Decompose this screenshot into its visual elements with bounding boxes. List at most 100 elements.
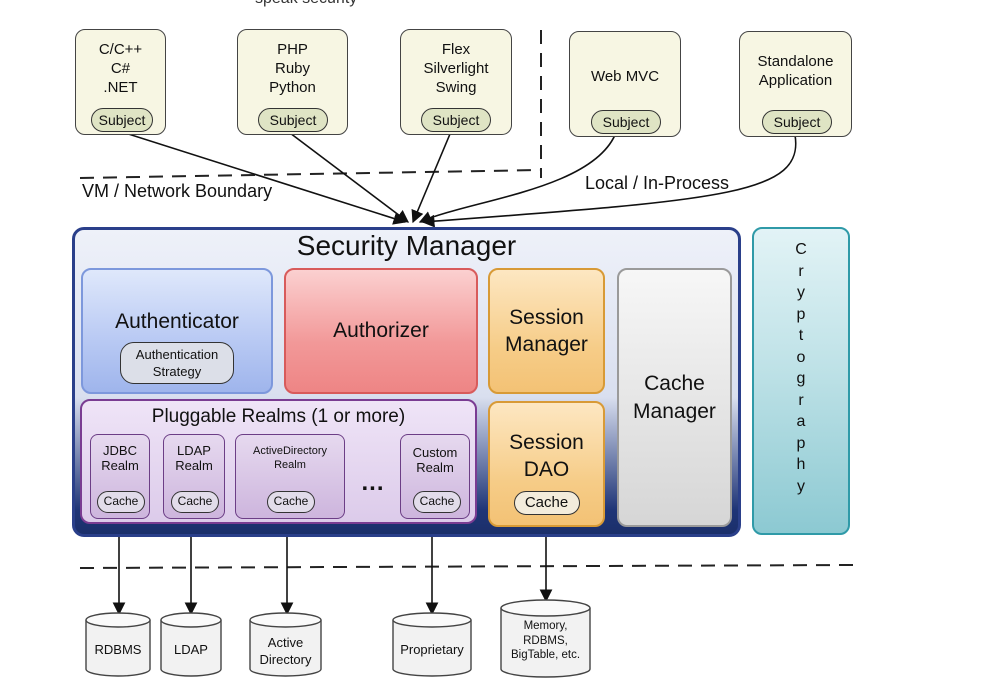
client-line: C/C++: [98, 41, 143, 58]
client-line: Flex: [441, 41, 471, 58]
cache-pill: Cache: [97, 491, 145, 513]
cryptography-letter: a: [796, 413, 806, 430]
data-store-label: Active Directory: [249, 634, 322, 668]
realm-line: ActiveDirectory: [253, 445, 327, 457]
client-line: C#: [110, 60, 131, 77]
top-cut-text: speak security: [255, 0, 357, 8]
cryptography-letter: t: [798, 327, 804, 344]
cache-manager-line: Manager: [633, 399, 716, 423]
session-manager-line: Session: [509, 306, 584, 329]
vm-boundary-horizontal: [79, 169, 542, 179]
database-cylinder-icon: [249, 612, 322, 677]
client-line: Swing: [435, 79, 477, 96]
cache-pill: Cache: [413, 491, 461, 513]
session-dao-cache-pill: Cache: [513, 491, 580, 515]
cryptography-letter: g: [796, 370, 806, 387]
client-line: Standalone: [757, 53, 834, 70]
client-line: Web MVC: [590, 68, 660, 85]
cryptography-letter: C: [795, 241, 807, 258]
realm-line: Realm: [274, 459, 306, 471]
client-cpp-dotnet: C/C++ C# .NET Subject: [75, 29, 166, 135]
cryptography-letter: y: [797, 477, 805, 495]
vm-network-boundary-label: VM / Network Boundary: [82, 181, 273, 201]
client-line: .NET: [103, 79, 138, 96]
authentication-strategy-line: Authentication: [135, 347, 219, 362]
client-line: Application: [758, 72, 833, 89]
data-store-rdbms: RDBMS: [85, 612, 151, 678]
data-store-line: Active: [267, 635, 304, 650]
cache-pill: Cache: [171, 491, 219, 513]
subject-pill: Subject: [91, 108, 153, 132]
realm-line: Realm: [175, 458, 213, 473]
database-cylinder-icon: [392, 612, 472, 677]
data-store-proprietary: Proprietary: [392, 612, 472, 678]
cryptography-letter: p: [796, 305, 806, 323]
subject-pill: Subject: [421, 108, 491, 132]
cache-manager-line: Cache: [644, 371, 705, 395]
authorizer: Authorizer: [284, 268, 478, 394]
realm-line: Realm: [101, 458, 139, 473]
arrow-client-1: [121, 131, 407, 225]
pluggable-realms-title: Pluggable Realms (1 or more): [151, 406, 406, 427]
authenticator: Authenticator Authentication Strategy: [81, 268, 273, 394]
client-standalone-application: Standalone Application Subject: [739, 31, 852, 137]
pluggable-realms: Pluggable Realms (1 or more) JDBC Realm …: [80, 399, 477, 524]
realm-jdbc: JDBC Realm Cache: [90, 434, 150, 519]
client-line: Ruby: [274, 60, 311, 77]
data-store-memory-rdbms-bigtable: Memory, RDBMS, BigTable, etc.: [500, 599, 591, 679]
authentication-strategy-line: Strategy: [152, 364, 202, 379]
arrow-client-2: [289, 132, 410, 223]
authorizer-label: Authorizer: [333, 319, 429, 342]
data-store-label: LDAP: [174, 642, 208, 657]
session-dao-line: DAO: [523, 458, 570, 481]
cryptography-letter: h: [796, 456, 806, 473]
realm-line: Realm: [416, 460, 454, 475]
session-dao: Session DAO Cache: [488, 401, 605, 527]
client-line: Silverlight: [423, 60, 489, 77]
local-in-process-label: Local / In-Process: [585, 173, 730, 193]
data-store-ldap: LDAP: [160, 612, 222, 678]
cryptography-letter: y: [797, 284, 805, 301]
client-line: PHP: [277, 41, 308, 58]
data-store-label: Proprietary: [400, 642, 464, 657]
storage-boundary: [79, 564, 856, 569]
realm-line: LDAP: [177, 443, 211, 458]
arrow-client-4: [418, 134, 616, 224]
cryptography-letter: r: [798, 262, 804, 280]
security-manager-title: Security Manager: [296, 230, 517, 261]
cryptography-letter: r: [798, 391, 804, 409]
arrow-client-3: [411, 133, 451, 224]
session-dao-line: Session: [509, 431, 584, 454]
subject-pill: Subject: [258, 108, 328, 132]
cryptography-letter: p: [796, 434, 806, 452]
data-store-active-directory: Active Directory: [249, 612, 322, 678]
data-store-label: Memory, RDBMS, BigTable, etc.: [500, 619, 591, 663]
cryptography: C r y p t o g r a p h y: [752, 227, 850, 535]
data-store-line: RDBMS,: [523, 634, 568, 647]
realms-ellipsis: ...: [361, 469, 385, 496]
realm-ldap: LDAP Realm Cache: [163, 434, 225, 519]
session-manager-line: Manager: [505, 333, 588, 356]
database-cylinder-icon: [500, 599, 591, 678]
client-line: Python: [269, 79, 316, 96]
authenticator-label: Authenticator: [115, 310, 239, 333]
session-manager: Session Manager: [488, 268, 605, 394]
subject-pill: Subject: [762, 110, 832, 134]
realm-line: Custom: [412, 445, 458, 460]
database-cylinder-icon: [160, 612, 222, 677]
data-store-line: Directory: [259, 652, 312, 667]
arrow-client-5: [421, 134, 797, 228]
realm-line: JDBC: [103, 443, 137, 458]
client-flex-silverlight-swing: Flex Silverlight Swing Subject: [400, 29, 512, 135]
authentication-strategy: Authentication Strategy: [120, 342, 234, 384]
data-store-line: Memory,: [523, 620, 568, 632]
data-store-label: RDBMS: [94, 642, 142, 657]
cache-manager: Cache Manager: [617, 268, 732, 527]
subject-pill: Subject: [591, 110, 661, 134]
cache-pill: Cache: [267, 491, 315, 513]
cryptography-letter: o: [796, 348, 806, 366]
realm-activedirectory: ActiveDirectory Realm Cache: [235, 434, 345, 519]
realm-custom: Custom Realm Cache: [400, 434, 470, 519]
data-store-line: BigTable, etc.: [510, 649, 581, 661]
